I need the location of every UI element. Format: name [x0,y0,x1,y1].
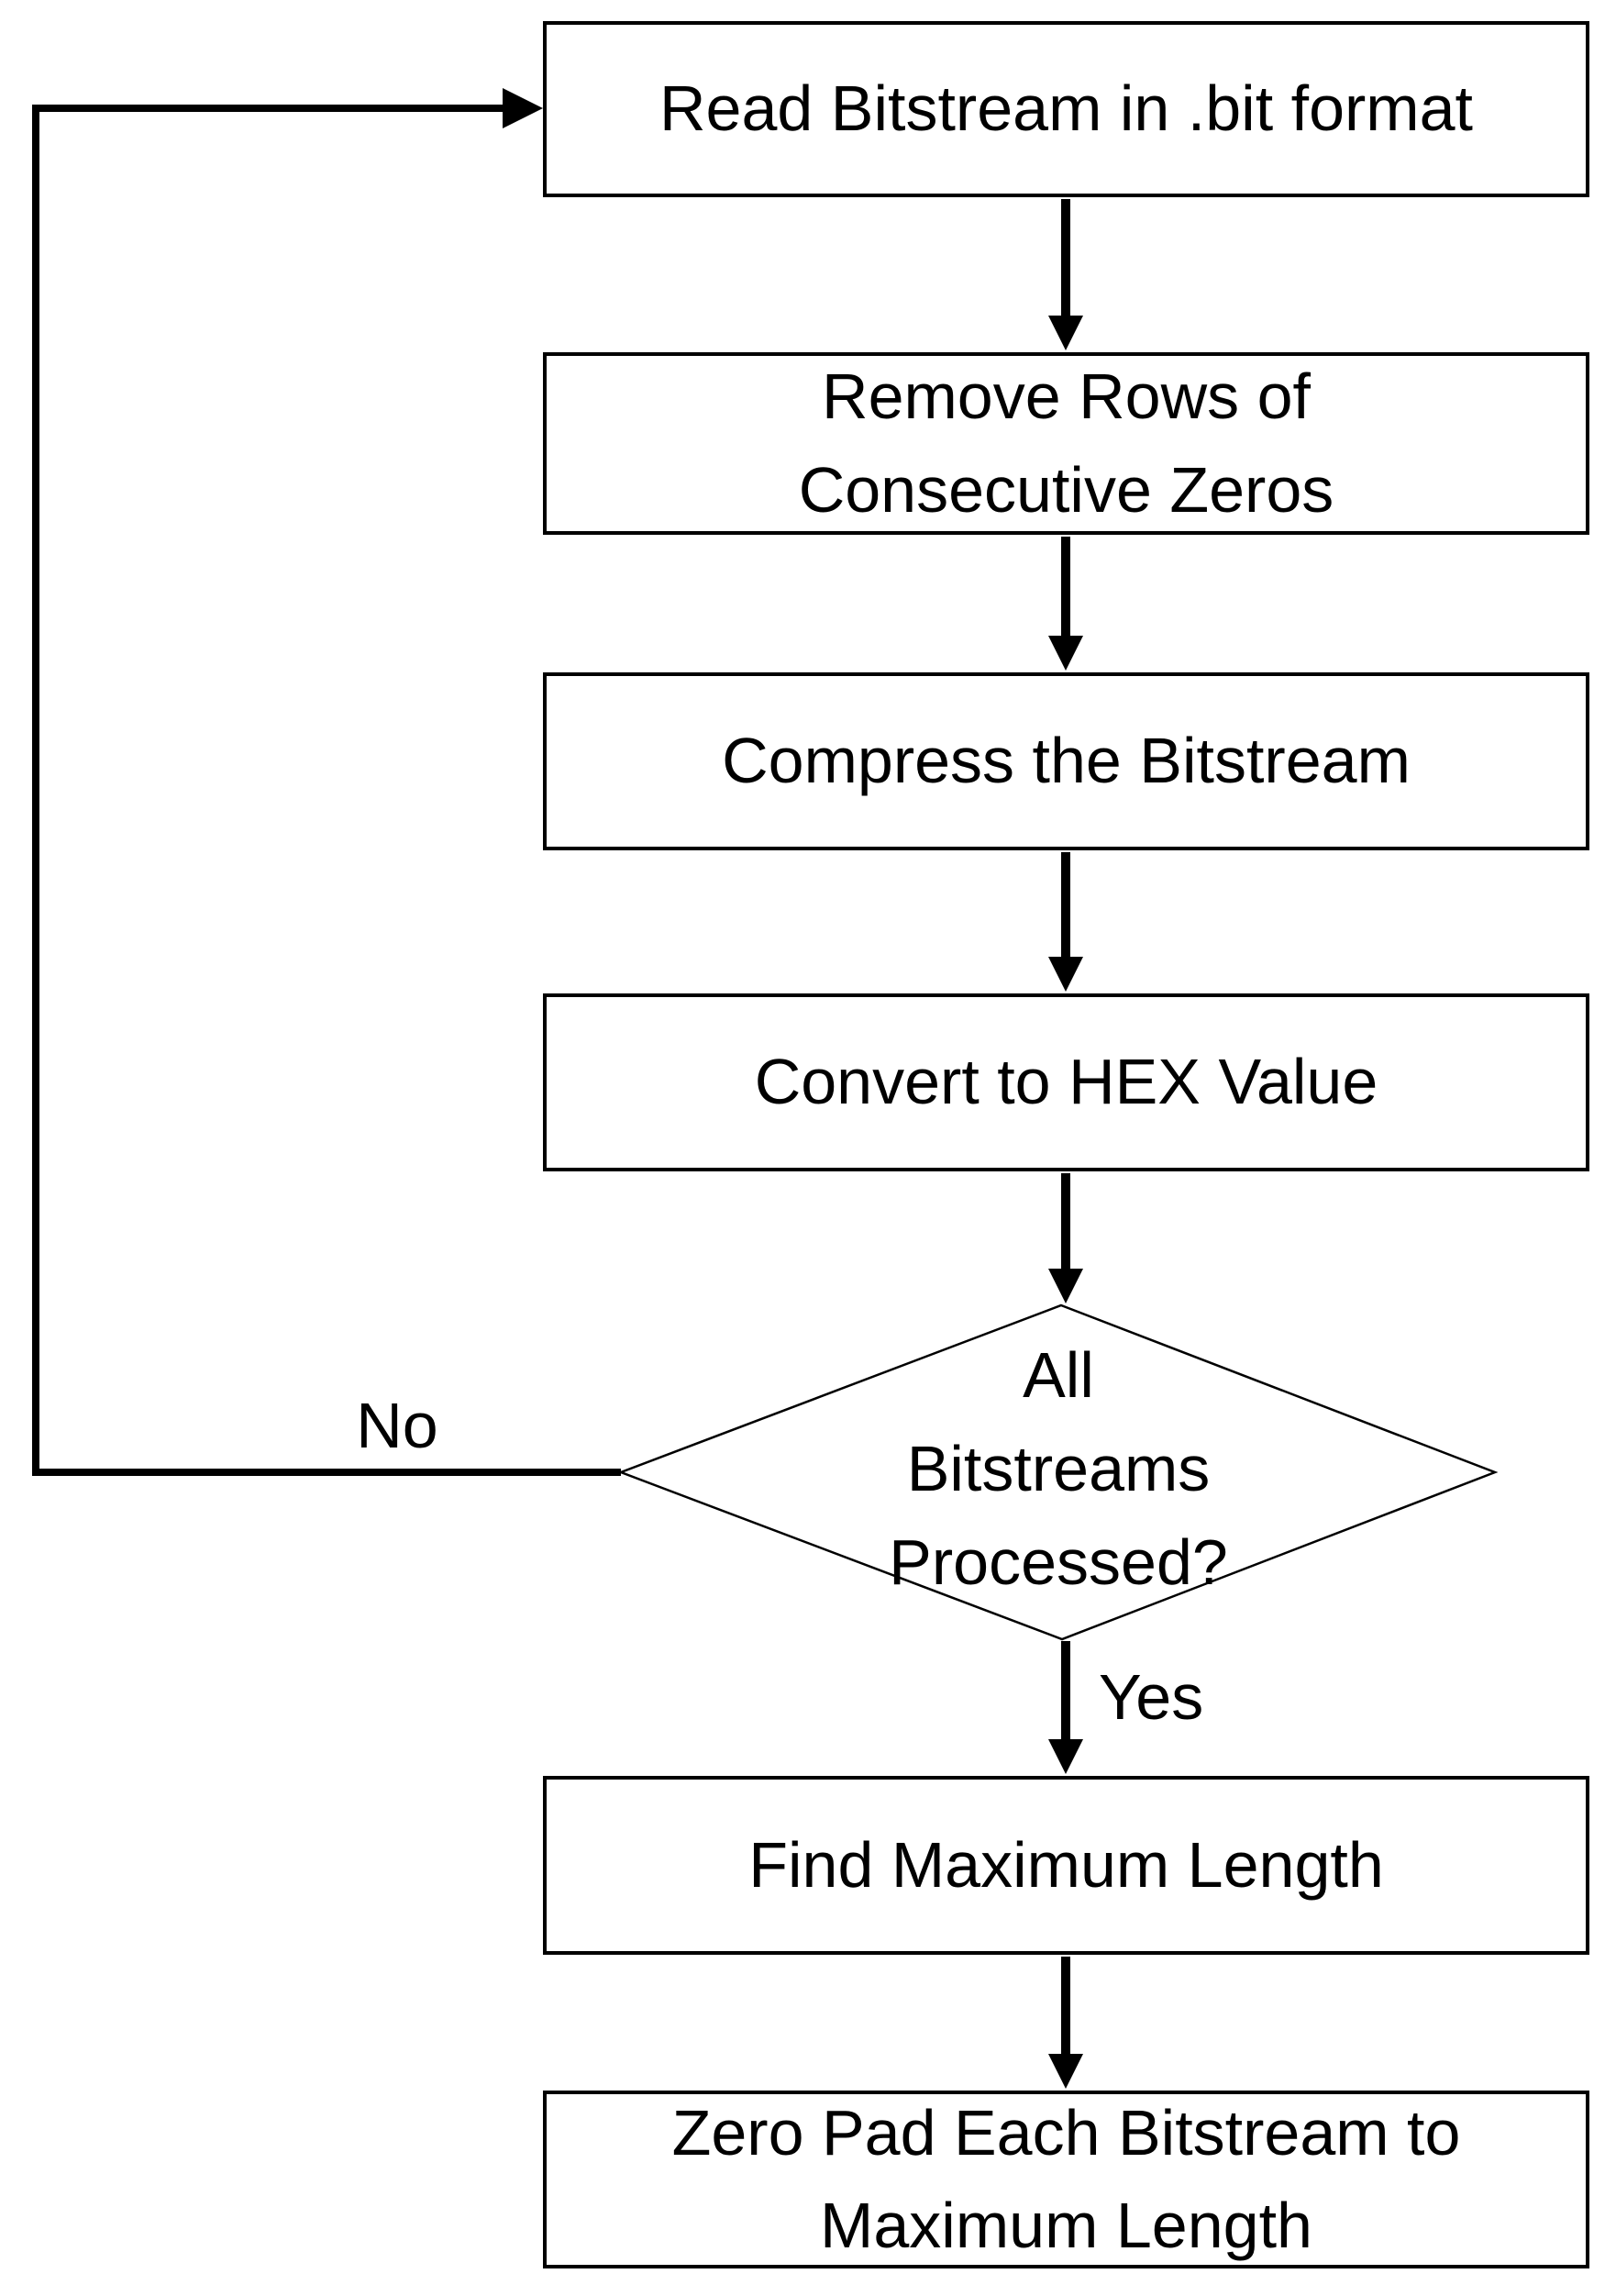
node-remove-zero-rows: Remove Rows of Consecutive Zeros [543,352,1589,535]
arrow-remove-to-compress [1048,537,1083,671]
node-zero-pad-label: Zero Pad Each Bitstream to Maximum Lengt… [671,2096,1461,2262]
arrow-findmax-to-zeropad [1048,1957,1083,2089]
decision-line-1: All [1023,1339,1094,1411]
node-compress-bitstream: Compress the Bitstream [543,672,1589,850]
decision-line-2: Bitstreams [906,1433,1211,1504]
no-loop-line [32,105,621,1476]
no-loop-arrowhead [503,88,543,128]
node-convert-hex: Convert to HEX Value [543,993,1589,1171]
node-zero-pad: Zero Pad Each Bitstream to Maximum Lengt… [543,2091,1589,2268]
node-decision-label: All Bitstreams Processed? [692,1328,1425,1609]
edge-label-no: No [356,1390,438,1461]
node-read-bitstream-label: Read Bitstream in .bit format [659,72,1473,145]
node-find-max-length: Find Maximum Length [543,1776,1589,1955]
arrow-convert-to-decision [1048,1173,1083,1303]
node-read-bitstream: Read Bitstream in .bit format [543,21,1589,197]
arrow-decision-to-findmax [1048,1641,1083,1774]
arrow-compress-to-convert [1048,852,1083,992]
decision-line-3: Processed? [889,1526,1228,1598]
node-compress-bitstream-label: Compress the Bitstream [722,725,1411,797]
arrow-read-to-remove [1048,199,1083,350]
edge-label-yes: Yes [1099,1661,1204,1733]
decision-diamond-shape [617,1303,1499,1641]
node-convert-hex-label: Convert to HEX Value [754,1046,1378,1118]
node-find-max-length-label: Find Maximum Length [748,1828,1384,1901]
node-remove-zero-rows-label: Remove Rows of Consecutive Zeros [798,360,1334,526]
